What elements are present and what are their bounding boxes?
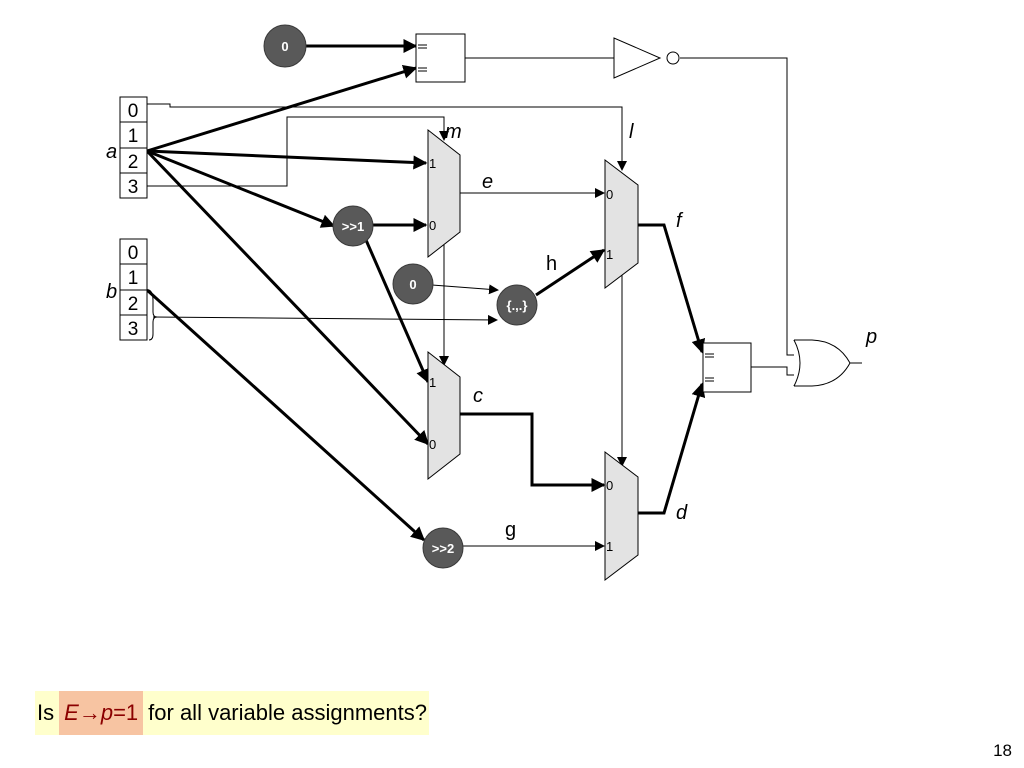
wire-zero-to-concat [431, 284, 499, 295]
signal-label-f: f [676, 210, 684, 232]
signal-label-p: p [865, 326, 877, 348]
signal-label-e: e [482, 171, 493, 193]
register-b-bit-2: 2 [128, 294, 139, 315]
question-suffix: for all variable assignments? [148, 700, 427, 725]
signal-label-l: l [629, 121, 634, 143]
formula-p: p [100, 700, 114, 725]
inverter-gate [613, 37, 680, 79]
question-prefix: Is [37, 700, 55, 725]
wire-c [460, 412, 606, 492]
wire-b-to-concat [152, 314, 498, 325]
or-gate [793, 339, 851, 387]
mux-m-port-0: 0 [429, 218, 436, 233]
mux-f: 0 1 [604, 158, 639, 290]
shift-right-1-label: >>1 [342, 219, 364, 234]
mux-c: 1 0 [427, 350, 461, 481]
register-a: 0 1 2 3 [119, 96, 148, 199]
constant-zero-top-label: 0 [281, 39, 288, 54]
register-a-bit-1: 1 [128, 126, 139, 147]
mux-d-port-1: 1 [606, 539, 613, 554]
concat-label: {.,.} [507, 298, 528, 313]
register-b-bit-3: 3 [128, 319, 139, 340]
page-number: 18 [993, 741, 1012, 760]
signal-label-c: c [473, 385, 483, 407]
wire-l-select [147, 103, 627, 171]
wire-a-to-mux-m-1 [146, 149, 428, 170]
register-b-label: b [106, 281, 117, 303]
constant-zero-mid [392, 263, 434, 305]
register-a-bit-3: 3 [128, 177, 139, 198]
shift-right-2-node [422, 527, 464, 569]
shift-right-2-label: >>2 [432, 541, 454, 556]
wire-f-to-cmp-bottom [638, 223, 706, 354]
question-formula: E→p=1 [59, 691, 144, 735]
wire-a-to-shift1 [146, 149, 336, 228]
mux-m-port-1: 1 [429, 156, 436, 171]
wire-a-to-cmp-top [146, 65, 418, 153]
equality-comparator-bottom [702, 342, 752, 393]
wire-m-select [147, 116, 449, 187]
register-a-label: a [106, 141, 117, 163]
register-a-bit-2: 2 [128, 152, 139, 173]
formula-arrow: → [78, 700, 101, 725]
wire-d-to-cmp-bottom [638, 382, 706, 515]
constant-zero-top [263, 24, 307, 68]
register-b: 0 1 2 3 [119, 238, 158, 341]
mux-f-port-1: 1 [606, 247, 613, 262]
mux-m: 1 0 [427, 128, 461, 259]
equality-comparator-top [415, 33, 466, 83]
mux-d: 0 1 [604, 450, 639, 582]
signal-label-g: g [505, 519, 516, 541]
formula-eq: =1 [113, 700, 139, 725]
shift-right-1-node [332, 205, 374, 247]
mux-c-port-0: 0 [429, 437, 436, 452]
formula-e: E [64, 700, 79, 725]
signal-label-m: m [445, 121, 462, 143]
wire-b-to-shift2 [145, 288, 426, 542]
wire-cmp-to-or [751, 366, 798, 376]
mux-c-port-1: 1 [429, 375, 436, 390]
wire-a-to-mux-c-0 [145, 149, 430, 446]
register-a-bit-0: 0 [128, 101, 139, 122]
concat-node [496, 284, 538, 326]
mux-f-port-0: 0 [606, 187, 613, 202]
register-b-bit-1: 1 [128, 268, 139, 289]
wire-h [535, 248, 606, 297]
constant-zero-mid-label: 0 [409, 277, 416, 292]
signal-label-h: h [546, 253, 557, 275]
mux-d-port-0: 0 [606, 478, 613, 493]
signal-label-d: d [676, 502, 688, 524]
wire-inverter-to-or [680, 57, 798, 356]
wire-shift1-to-mux-c-1 [364, 239, 430, 384]
question-text: Is E→p=1 for all variable assignments? [35, 691, 429, 735]
register-b-bit-0: 0 [128, 243, 139, 264]
